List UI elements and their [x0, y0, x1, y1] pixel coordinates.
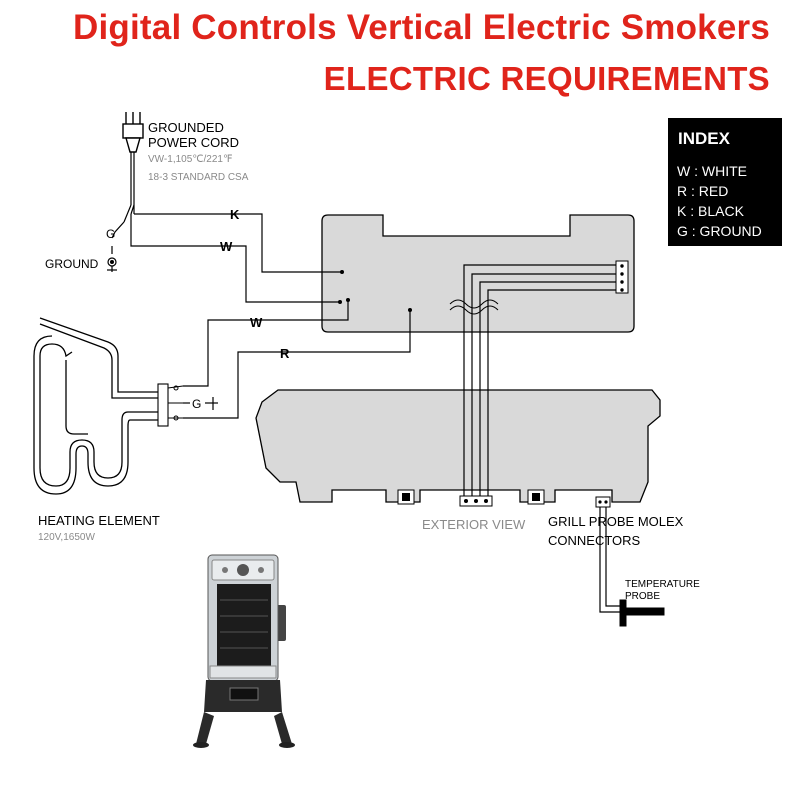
- panel-bundle-3: [479, 281, 618, 390]
- exterior-panel: [255, 389, 661, 503]
- temperature-probe-label-1: TEMPERATURE: [625, 579, 700, 590]
- index-item-black: K : BLACK: [677, 203, 744, 219]
- wire-tag-black: K: [230, 207, 240, 222]
- panel-bundle-4: [487, 289, 618, 390]
- power-cord-label-2: POWER CORD: [148, 135, 239, 150]
- panel-terminals: [338, 270, 412, 312]
- element-terminal-plate: [157, 383, 184, 427]
- wire-ground: [111, 221, 125, 239]
- wire-tag-white-cord: W: [220, 239, 233, 254]
- wire-white-cord: [130, 214, 340, 303]
- element-ground-icon: [205, 397, 218, 410]
- wire-black: [134, 213, 342, 273]
- exterior-bundle-connector: [459, 495, 493, 507]
- power-cord-spec-1: VW-1,105℃/221℉: [148, 154, 233, 165]
- exterior-connector-right: [527, 489, 545, 505]
- index-heading: INDEX: [678, 129, 730, 148]
- element-ground-tag: G: [192, 397, 201, 411]
- smoker-product-icon: [193, 554, 295, 748]
- wire-red: [183, 310, 411, 419]
- heating-element: [33, 317, 160, 495]
- probe-connectors-label-1: GRILL PROBE MOLEX: [548, 514, 684, 529]
- heating-element-spec: 120V,1650W: [38, 532, 95, 543]
- index-item-white: W : WHITE: [677, 163, 747, 179]
- probe-molex-connector: [595, 496, 611, 508]
- exterior-connector-left: [397, 489, 415, 505]
- heating-element-label: HEATING ELEMENT: [38, 513, 160, 528]
- wire-tag-white-element: W: [250, 315, 263, 330]
- power-cord-spec-2: 18-3 STANDARD CSA: [148, 172, 249, 183]
- wire-break-marks: [449, 299, 499, 315]
- temperature-probe: [599, 507, 665, 627]
- exterior-view-label: EXTERIOR VIEW: [422, 517, 526, 532]
- ground-symbol-icon: [107, 257, 117, 272]
- wires: [111, 213, 618, 498]
- probe-connectors-label-2: CONNECTORS: [548, 533, 641, 548]
- ground-tag: G: [106, 227, 115, 241]
- index-legend: INDEX W : WHITE R : RED K : BLACK G : GR…: [668, 118, 782, 246]
- wire-white-element: [183, 300, 349, 387]
- plug-icon: [122, 112, 144, 153]
- ground-label: GROUND: [45, 257, 99, 271]
- power-cord: [123, 152, 135, 223]
- index-item-ground: G : GROUND: [677, 223, 762, 239]
- power-cord-label-1: GROUNDED: [148, 120, 224, 135]
- panel-bundle-1: [463, 264, 618, 390]
- index-item-red: R : RED: [677, 183, 729, 199]
- page-subtitle: ELECTRIC REQUIREMENTS: [323, 60, 770, 97]
- temperature-probe-label-2: PROBE: [625, 591, 660, 602]
- wire-tag-red: R: [280, 346, 290, 361]
- panel-bundle-2: [471, 273, 618, 390]
- panel-connector: [615, 260, 629, 294]
- page-title: Digital Controls Vertical Electric Smoke…: [73, 8, 770, 47]
